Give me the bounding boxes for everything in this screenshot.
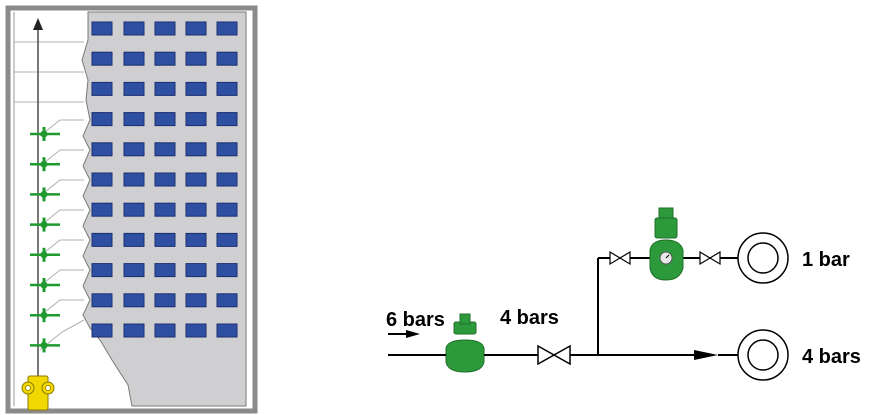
window xyxy=(185,232,207,247)
pressure-zone-lines xyxy=(14,41,85,351)
pressure-schematic xyxy=(388,232,789,381)
window xyxy=(216,51,238,66)
window xyxy=(123,323,145,338)
window xyxy=(91,323,113,338)
floor-valve-icon xyxy=(30,187,60,202)
window xyxy=(154,51,176,66)
floor-valve-icon xyxy=(30,247,60,262)
window xyxy=(154,21,176,36)
window xyxy=(216,263,238,278)
window xyxy=(216,81,238,96)
window xyxy=(154,172,176,187)
window xyxy=(123,112,145,127)
gate-valve-icon xyxy=(537,344,571,366)
building-illustration xyxy=(5,5,258,414)
window xyxy=(216,293,238,308)
window xyxy=(216,232,238,247)
windows-grid xyxy=(91,21,238,338)
inlet-arrow-icon xyxy=(406,330,420,338)
inlet-pressure-label: 6 bars xyxy=(386,309,445,331)
window xyxy=(91,142,113,157)
window xyxy=(185,293,207,308)
window xyxy=(123,232,145,247)
window xyxy=(91,232,113,247)
pressure-reducer-main-icon xyxy=(442,313,488,373)
floor-valve-icon xyxy=(30,157,60,172)
window xyxy=(185,81,207,96)
window xyxy=(123,172,145,187)
window xyxy=(154,81,176,96)
window xyxy=(123,142,145,157)
window xyxy=(216,323,238,338)
window xyxy=(123,51,145,66)
window xyxy=(123,263,145,278)
window xyxy=(91,263,113,278)
floor-valves xyxy=(30,127,60,353)
booster-pump-icon xyxy=(21,375,55,411)
window xyxy=(185,51,207,66)
window xyxy=(91,172,113,187)
window xyxy=(123,81,145,96)
window xyxy=(154,202,176,217)
window xyxy=(91,51,113,66)
floor-valve-icon xyxy=(30,127,60,141)
window xyxy=(91,293,113,308)
window xyxy=(123,293,145,308)
window xyxy=(216,172,238,187)
window xyxy=(123,21,145,36)
window xyxy=(216,112,238,127)
branch-valve-left-icon xyxy=(609,250,631,266)
window xyxy=(185,202,207,217)
window xyxy=(216,142,238,157)
outlet-upper-icon xyxy=(737,232,789,284)
window xyxy=(185,263,207,278)
pressure-reducer-branch-icon xyxy=(649,207,684,281)
window xyxy=(91,112,113,127)
window xyxy=(216,202,238,217)
window xyxy=(216,21,238,36)
window xyxy=(154,293,176,308)
lower-outlet-pressure-label: 4 bars xyxy=(802,346,861,368)
window xyxy=(91,21,113,36)
window xyxy=(154,323,176,338)
window xyxy=(185,172,207,187)
floor-valve-icon xyxy=(30,217,60,232)
window xyxy=(91,81,113,96)
flow-arrow-icon xyxy=(694,350,718,360)
window xyxy=(91,202,113,217)
floor-valve-icon xyxy=(30,338,60,353)
riser-arrow-icon xyxy=(33,18,43,30)
window xyxy=(185,112,207,127)
floor-valve-icon xyxy=(30,278,60,292)
outlet-lower-icon xyxy=(737,329,789,381)
reduced-pressure-label: 4 bars xyxy=(500,307,559,329)
window xyxy=(123,202,145,217)
window xyxy=(154,232,176,247)
window xyxy=(154,142,176,157)
window xyxy=(154,112,176,127)
upper-outlet-pressure-label: 1 bar xyxy=(802,249,850,271)
branch-valve-right-icon xyxy=(699,250,721,266)
window xyxy=(185,323,207,338)
floor-valve-icon xyxy=(30,308,60,323)
window xyxy=(185,21,207,36)
window xyxy=(185,142,207,157)
window xyxy=(154,263,176,278)
